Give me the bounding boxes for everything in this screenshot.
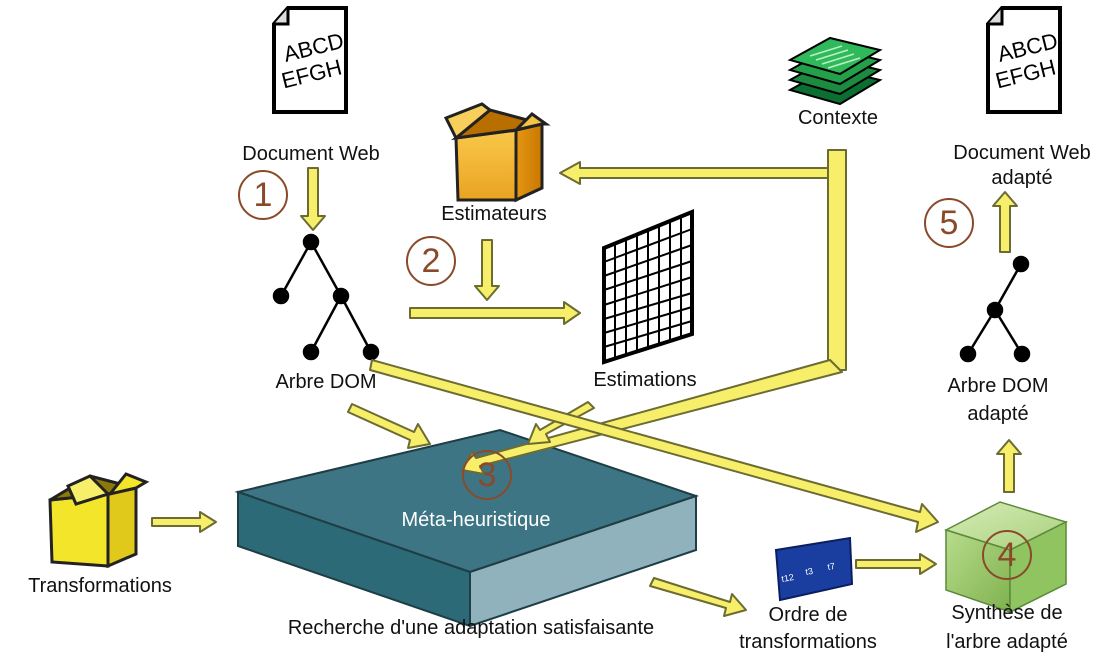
label-meta-heuristique: Méta-heuristique xyxy=(401,509,551,531)
label-recherche: Recherche d'une adaptation satisfaisante xyxy=(287,617,655,639)
arrow xyxy=(996,439,1022,493)
arrow xyxy=(992,191,1018,253)
step-5: 5 xyxy=(924,198,974,248)
label-ordre-2: transformations xyxy=(739,631,877,653)
arrow xyxy=(474,239,500,301)
label-arbre-dom-adapte-2: adapté xyxy=(967,403,1029,425)
label-document-web-adapte-1: Document Web xyxy=(953,142,1091,164)
arrow xyxy=(649,577,747,617)
arrow xyxy=(827,149,847,371)
arrow xyxy=(151,511,217,533)
grid-icon xyxy=(602,209,694,365)
chip-icon: t12 t3 t7 xyxy=(774,536,854,602)
label-ordre-1: Ordre de xyxy=(768,604,848,626)
label-synthese-2: l'arbre adapté xyxy=(946,631,1068,653)
arrow xyxy=(855,553,937,575)
label-document-web-adapte-2: adapté xyxy=(991,167,1053,189)
label-contexte: Contexte xyxy=(797,107,879,129)
box-icon xyxy=(443,102,551,203)
arrow xyxy=(300,167,326,231)
slab-icon xyxy=(234,428,700,628)
step-4: 4 xyxy=(982,530,1032,580)
svg-text:t7: t7 xyxy=(827,561,836,572)
svg-text:t12: t12 xyxy=(781,572,795,584)
label-estimateurs: Estimateurs xyxy=(441,203,547,225)
label-synthese-1: Synthèse de xyxy=(951,602,1063,624)
arrow xyxy=(409,301,581,325)
arrow xyxy=(347,403,431,449)
label-arbre-dom: Arbre DOM xyxy=(275,371,377,393)
tree-icon xyxy=(959,255,1031,363)
label-transformations: Transformations xyxy=(28,575,172,597)
context-stack-icon xyxy=(787,36,883,106)
step-1: 1 xyxy=(238,170,288,220)
box-icon xyxy=(48,472,150,569)
step-2: 2 xyxy=(406,236,456,286)
step-3: 3 xyxy=(462,450,512,500)
document-icon: ABCD EFGH xyxy=(272,6,348,114)
label-document-web: Document Web xyxy=(242,143,380,165)
label-estimations: Estimations xyxy=(593,369,697,391)
svg-text:t3: t3 xyxy=(805,566,814,577)
document-icon: ABCD EFGH xyxy=(986,6,1062,114)
arrow xyxy=(369,359,939,533)
label-arbre-dom-adapte-1: Arbre DOM xyxy=(947,375,1049,397)
tree-icon xyxy=(272,233,380,361)
arrow xyxy=(559,161,833,185)
